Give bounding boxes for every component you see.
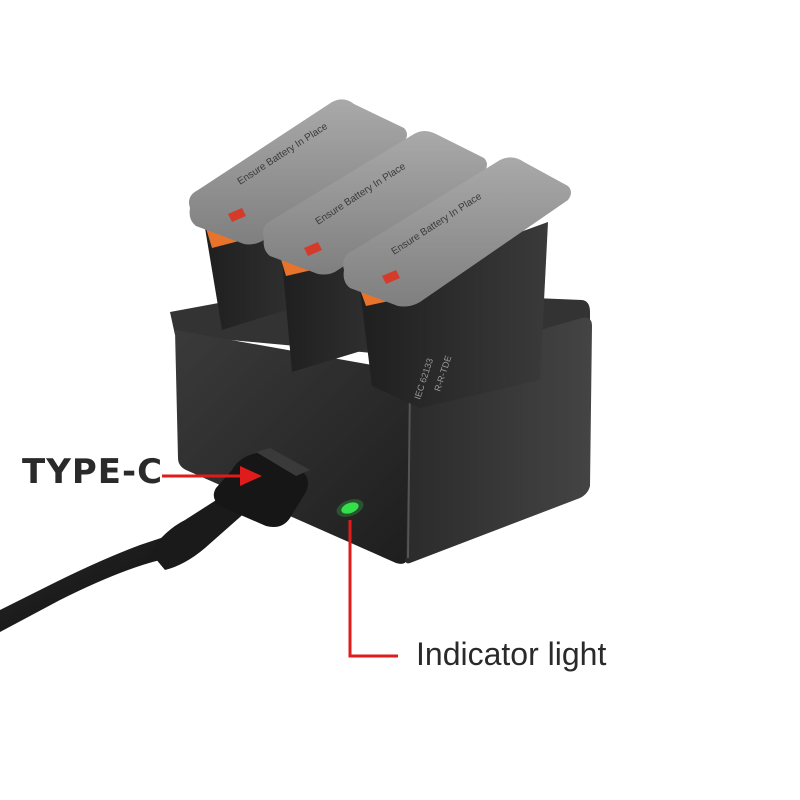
indicator-arrow (348, 520, 398, 658)
indicator-led (336, 499, 364, 517)
battery-right: Ensure Battery In Place IEC 62133 R-R-TD… (343, 157, 571, 408)
usb-type-c-cable (0, 448, 310, 632)
type-c-label: TYPE-C (22, 452, 164, 492)
indicator-light-label: Indicator light (416, 636, 607, 672)
type-c-arrow (162, 466, 262, 486)
